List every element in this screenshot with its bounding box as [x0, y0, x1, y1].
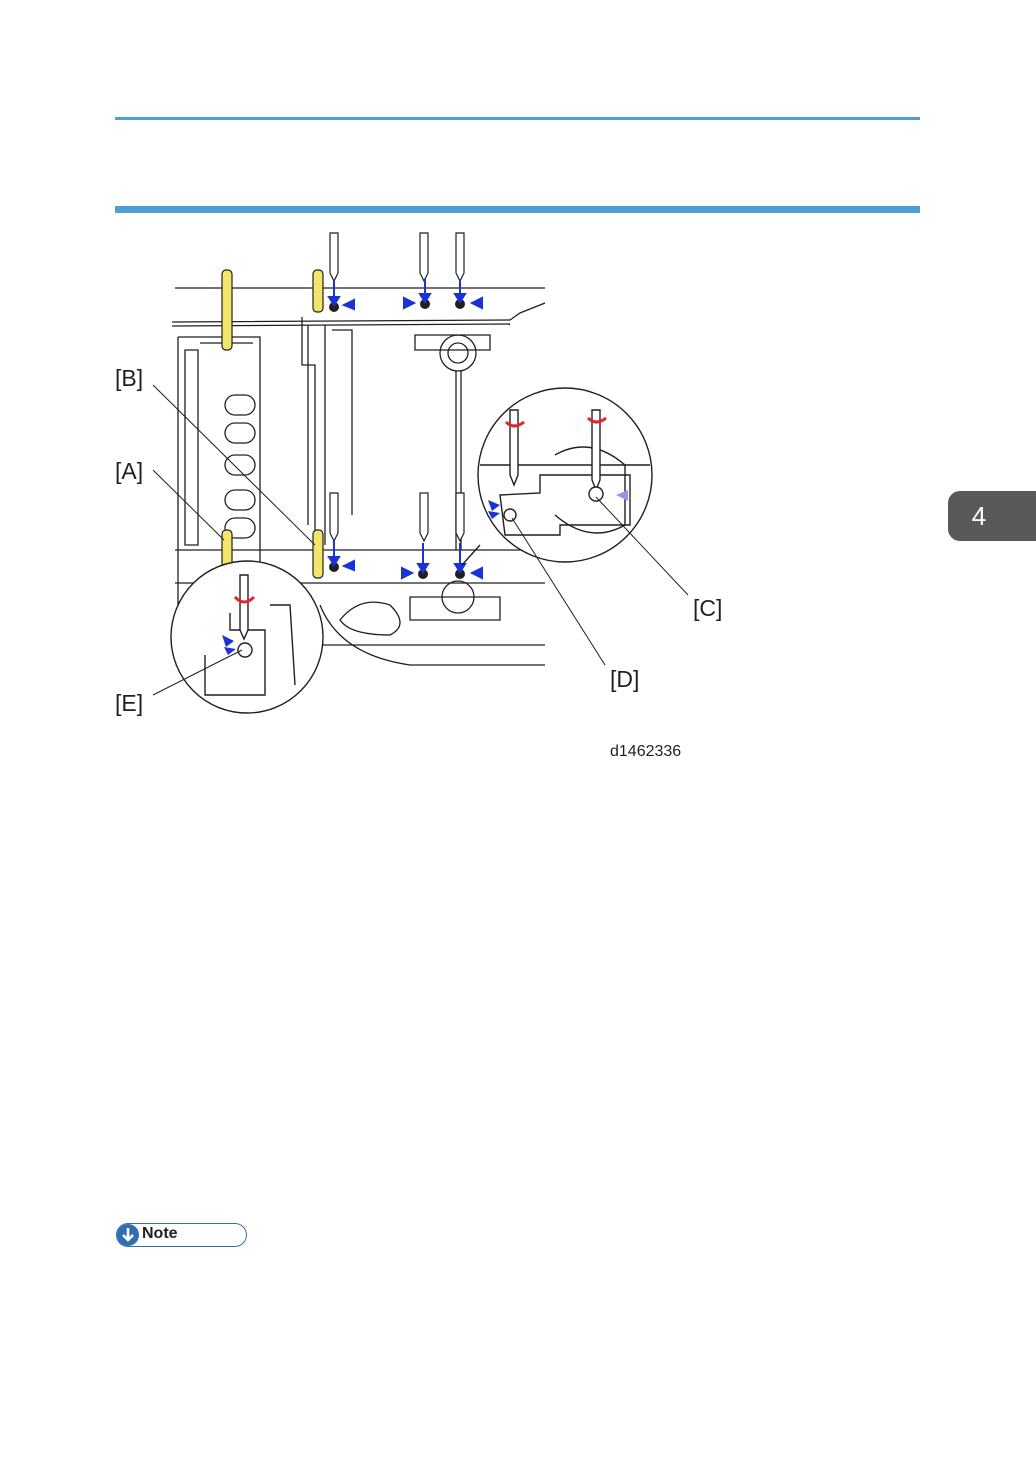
note-badge: Note	[116, 1223, 247, 1247]
figure-code: d1462336	[610, 743, 681, 761]
callout-b: [B]	[115, 365, 143, 392]
down-arrow-icon	[117, 1224, 139, 1246]
note-label: Note	[142, 1225, 178, 1243]
callout-a: [A]	[115, 458, 143, 485]
screwdriver-icon	[330, 233, 464, 281]
callout-e: [E]	[115, 690, 143, 717]
mechanism-drawing	[110, 225, 740, 770]
section-rule	[115, 206, 920, 213]
procedure-figure: [B] [A] [C] [D] [E] d1462336	[110, 225, 740, 770]
chapter-number: 4	[972, 501, 986, 531]
callout-d: [D]	[610, 666, 639, 693]
header-rule	[115, 117, 920, 120]
callout-c: [C]	[693, 595, 722, 622]
chapter-tab[interactable]: 4	[948, 491, 1036, 541]
